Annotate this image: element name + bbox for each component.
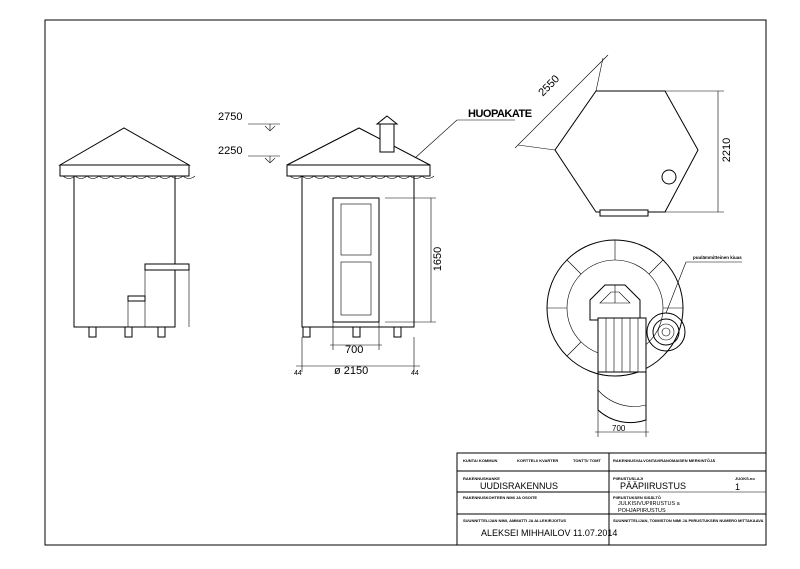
chimney [379, 123, 395, 153]
plot-label: TONTTI/ TOMT [573, 458, 601, 463]
foot [393, 326, 402, 338]
number-value: 1 [735, 482, 741, 492]
side-elevation [58, 127, 196, 338]
level-2750-label: 2750 [218, 111, 243, 123]
level-mark [264, 125, 276, 132]
width-2210-label: 2210 [721, 137, 734, 163]
floor-slats [597, 317, 647, 373]
stair-step [144, 263, 190, 271]
door [332, 197, 380, 323]
approval-label: RAKENNUSVALVONTAVIRANOMAISEN MERKINTÖJÄ [613, 458, 716, 463]
diameter-label: ø 2150 [334, 365, 369, 377]
roof-scallop [62, 175, 196, 179]
designer-office-label: SUUNNITTELIJAN, TOIMISTON NIMI JA PIIRUS… [613, 518, 738, 523]
scale-label: MITTAKAAVA [738, 518, 764, 523]
gap-left-label: 44 [294, 370, 302, 377]
wall [301, 175, 415, 328]
municipality-label: KUNTA/ KOMMUN [463, 458, 498, 463]
stair-width-label: 700 [612, 424, 626, 433]
wall [73, 175, 176, 328]
height-1650-label: 1650 [432, 246, 445, 272]
sheet-border [44, 19, 767, 546]
designer-label: SUUNNITTELIJAN NIMI, AMMATTI JA ALLEKIRJ… [463, 518, 567, 523]
project-label: RAKENNUSHANKE [463, 476, 500, 481]
foot [88, 326, 97, 338]
hexagon-roof [554, 90, 699, 213]
roof [58, 127, 191, 166]
number-label: JUOKS.no [735, 476, 755, 481]
title-block [456, 452, 767, 546]
block-label: KORTTELI/ KVARTER [517, 458, 559, 463]
stove-label: puulämmitteinen kiuas [693, 255, 742, 260]
stair-step [127, 295, 146, 302]
content-value-2: POHJAPIIRUSTUS [618, 508, 666, 514]
designer-value: ALEKSEI MIHHAILOV 11.07.2014 [481, 528, 618, 538]
door-panel [340, 203, 372, 256]
project-value: UUDISRAKENNUS [480, 481, 559, 491]
entrance-stair [597, 372, 647, 424]
foot [157, 326, 166, 338]
roof-fascia [59, 164, 190, 177]
foot [124, 326, 133, 338]
floor-plan [546, 239, 742, 437]
foot [352, 326, 361, 338]
address-label: RAKENNUSKOHTEEN NIMI JA OSOITE [463, 495, 538, 500]
level-mark [264, 157, 276, 164]
door-panel [340, 261, 372, 316]
level-2250-label: 2250 [218, 145, 243, 157]
roof [286, 127, 431, 166]
content-value-1: JULKISIVUPIIRUSTUS a [618, 501, 680, 507]
gap-right-label: 44 [411, 370, 419, 377]
roof-material-label: HUOPAKATE [468, 108, 532, 120]
front-elevation [248, 115, 515, 372]
foot [302, 326, 311, 338]
roof-fascia [286, 164, 431, 177]
dimension-line [514, 54, 609, 149]
chimney-cap [375, 115, 399, 125]
door-step [599, 209, 649, 217]
roof-plan [514, 54, 724, 217]
door-width-label: 700 [345, 344, 364, 356]
content-label: PIIRUSTUKSEN SISÄLTÖ [613, 495, 661, 500]
type-label: PIIRUSTUSLAJI [613, 476, 644, 481]
chimney-outline [661, 169, 677, 185]
type-value: PÄÄPIIRUSTUS [620, 481, 687, 491]
